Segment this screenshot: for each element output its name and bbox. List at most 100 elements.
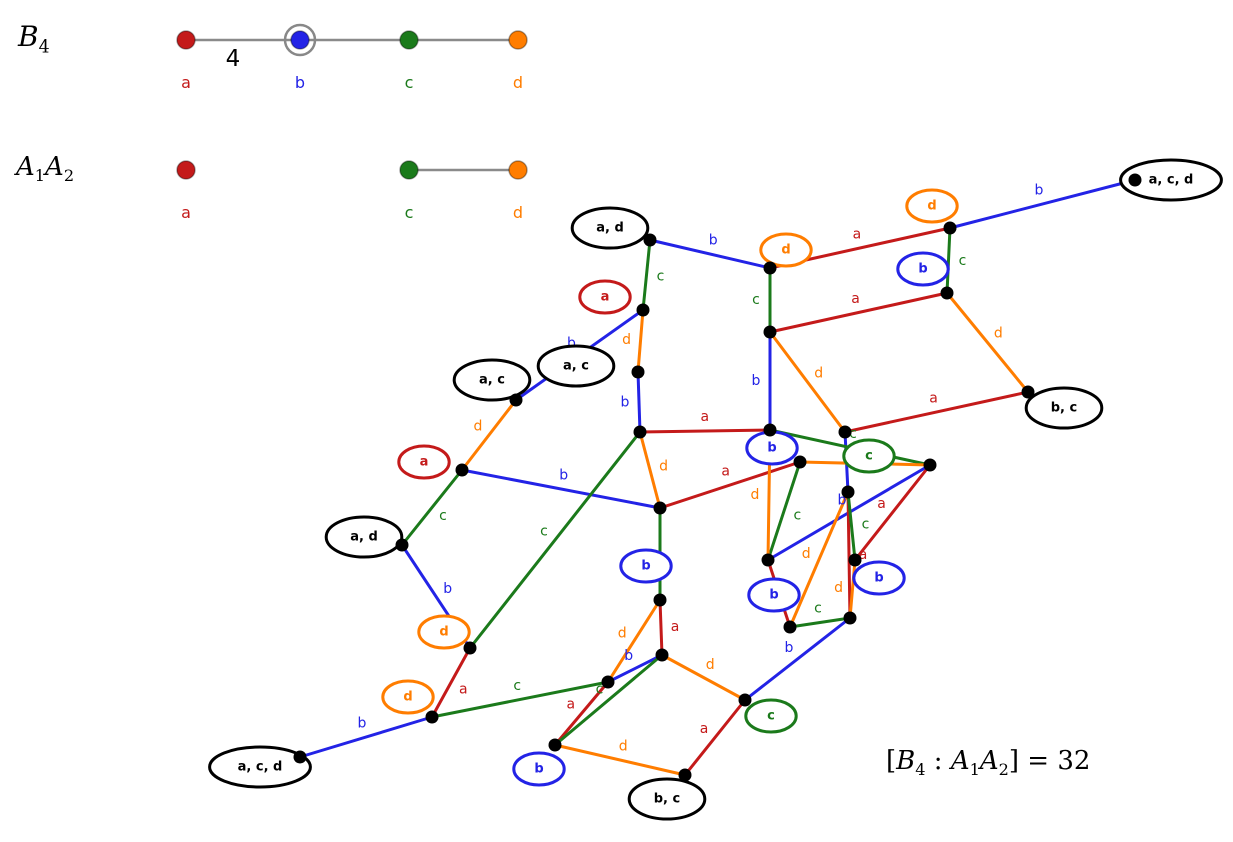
generator-letter-d: d	[513, 203, 523, 222]
graph-vertex	[633, 425, 647, 439]
graph-vertex	[793, 455, 807, 469]
coxeter-node-b	[290, 30, 310, 50]
coxeter-node-c	[399, 160, 419, 180]
edge-d	[788, 490, 850, 629]
edge-label-d: d	[994, 326, 1003, 342]
edge-d	[460, 398, 518, 472]
edge-a	[658, 598, 664, 657]
formula-equals: =	[1019, 746, 1058, 776]
bond-order-label: 4	[226, 46, 241, 72]
edge-label-a: a	[859, 547, 868, 563]
graph-vertex	[463, 641, 477, 655]
edge-d	[606, 598, 662, 684]
loop-ellipse	[619, 548, 673, 584]
edge-b	[648, 238, 772, 270]
edge-label-b: b	[709, 232, 718, 248]
edge-label-b: b	[837, 492, 846, 508]
a1a2-diagram-label: A1A2	[16, 152, 74, 185]
edge-label-b: b	[752, 373, 761, 389]
graph-vertex	[293, 750, 307, 764]
edge-label-b: b	[443, 581, 452, 597]
loop-ellipse	[324, 515, 404, 559]
loop-label: a, c	[563, 359, 589, 374]
a1-letter: A	[16, 152, 35, 182]
loop-label: a, d	[596, 221, 624, 236]
edge-label-a: a	[671, 619, 680, 635]
loop-label: b, c	[654, 792, 680, 807]
graph-vertex	[1128, 173, 1142, 187]
edge-label-a: a	[700, 409, 709, 425]
graph-vertex	[761, 553, 775, 567]
edge-label-a: a	[459, 681, 468, 697]
loop-label: d	[927, 199, 936, 214]
loop-ellipse	[627, 777, 707, 821]
edge-c	[766, 460, 802, 562]
graph-vertex	[509, 393, 523, 407]
loop-label: a, c	[479, 373, 505, 388]
edge-b	[948, 178, 1137, 230]
edge-label-d: d	[751, 487, 760, 503]
edge-label-c: c	[596, 681, 604, 697]
loop-ellipse	[417, 614, 471, 650]
edge-label-d: d	[834, 580, 843, 596]
edge-label-c: c	[793, 507, 801, 523]
graph-vertex	[678, 768, 692, 782]
loop-ellipse	[536, 344, 616, 388]
edge-label-c: c	[752, 292, 760, 308]
edge-a	[430, 646, 472, 719]
generator-letter-a: a	[181, 73, 191, 92]
edge-label-d: d	[814, 366, 823, 382]
generator-letter-b: b	[295, 73, 305, 92]
edge-a	[846, 490, 852, 620]
edge-label-c: c	[959, 253, 967, 269]
edge-label-d: d	[622, 332, 631, 348]
loop-label: b	[767, 441, 776, 456]
graph-vertex	[843, 611, 857, 625]
edge-label-c: c	[540, 523, 548, 539]
edge-c	[641, 238, 652, 312]
edge-label-b: b	[624, 648, 633, 664]
loop-label: a, c, d	[238, 760, 283, 775]
formula-colon: :	[925, 746, 951, 776]
graph-vertex	[631, 365, 645, 379]
graph-vertex	[455, 463, 469, 477]
loop-label: d	[781, 243, 790, 258]
a1-subscript: 1	[34, 166, 46, 186]
edge-label-b: b	[784, 640, 793, 656]
edge-label-c: c	[849, 426, 857, 442]
marked-node-ring	[283, 23, 317, 57]
edge-label-c: c	[439, 508, 447, 524]
edge-a	[638, 428, 772, 434]
edge-label-b: b	[621, 394, 630, 410]
edge-a	[843, 390, 1030, 434]
graph-vertex	[548, 738, 562, 752]
coxeter-node-d	[508, 160, 528, 180]
edge-label-d: d	[659, 458, 668, 474]
graph-vertex	[395, 538, 409, 552]
edge-c	[788, 616, 852, 629]
edge-d	[638, 430, 662, 510]
a2-letter: A	[45, 152, 64, 182]
edge-label-d: d	[618, 626, 627, 642]
edge-label-a: a	[851, 291, 860, 307]
loop-ellipse	[842, 438, 896, 474]
b4-letter: B	[18, 20, 39, 53]
loop-ellipse	[905, 188, 959, 224]
formula-b-sub: 4	[915, 760, 926, 780]
loop-label: b	[534, 762, 543, 777]
edge-b	[298, 715, 434, 759]
edge-label-d: d	[619, 738, 628, 754]
formula-a1: A	[950, 746, 970, 776]
edge-c	[846, 490, 857, 562]
loop-ellipse	[759, 232, 813, 268]
generator-letter-c: c	[405, 73, 414, 92]
edge-label-a: a	[853, 226, 862, 242]
graph-vertex	[636, 303, 650, 317]
coxeter-node-a	[176, 160, 196, 180]
graph-vertex	[763, 423, 777, 437]
formula-a2-sub: 2	[998, 760, 1009, 780]
graph-vertex	[841, 485, 855, 499]
graph-vertex	[601, 675, 615, 689]
